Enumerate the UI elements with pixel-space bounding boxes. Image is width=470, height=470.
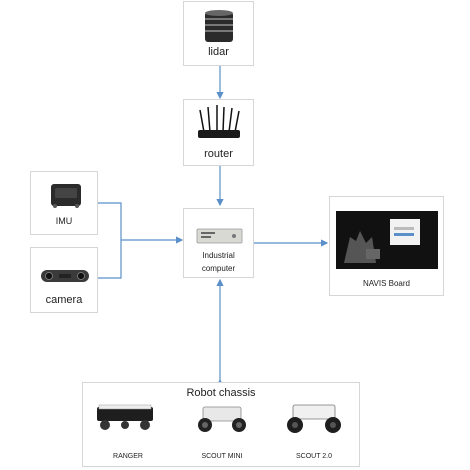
robot-chassis-node: Robot chassis RANGER SCOUT MINI SCOUT 2.… [82, 382, 360, 467]
industrial-computer-icon [196, 228, 243, 244]
imu-icon [51, 184, 81, 208]
imu-label: IMU [55, 216, 73, 226]
scout-2-label: SCOUT 2.0 [295, 453, 333, 460]
camera-node: camera [30, 247, 98, 313]
industrial-computer-node: Industrial computer [183, 208, 254, 278]
scout-2-robot-icon [287, 404, 341, 433]
navis-board-screen-icon [336, 211, 438, 269]
scout-mini-label: SCOUT MINI [201, 453, 243, 460]
connector-camera [98, 240, 122, 279]
industrial-computer-label-line1: Industrial [202, 251, 235, 260]
camera-label: camera [45, 294, 83, 306]
lidar-label: lidar [208, 46, 229, 58]
connector-imu [98, 202, 122, 240]
camera-icon [41, 270, 89, 282]
router-icon [198, 105, 240, 138]
navis-board-node: NAVIS Board [329, 196, 444, 296]
navis-board-label: NAVIS Board [363, 279, 410, 288]
robot-chassis-title: Robot chassis [186, 387, 256, 399]
router-node: router [183, 99, 254, 166]
router-label: router [204, 148, 233, 160]
imu-node: IMU [30, 171, 98, 235]
ranger-robot-icon [97, 404, 153, 430]
scout-mini-robot-icon [198, 406, 246, 432]
ranger-label: RANGER [113, 453, 143, 460]
industrial-computer-label-line2: computer [201, 264, 236, 273]
lidar-node: lidar [183, 1, 254, 66]
lidar-icon [205, 10, 233, 42]
